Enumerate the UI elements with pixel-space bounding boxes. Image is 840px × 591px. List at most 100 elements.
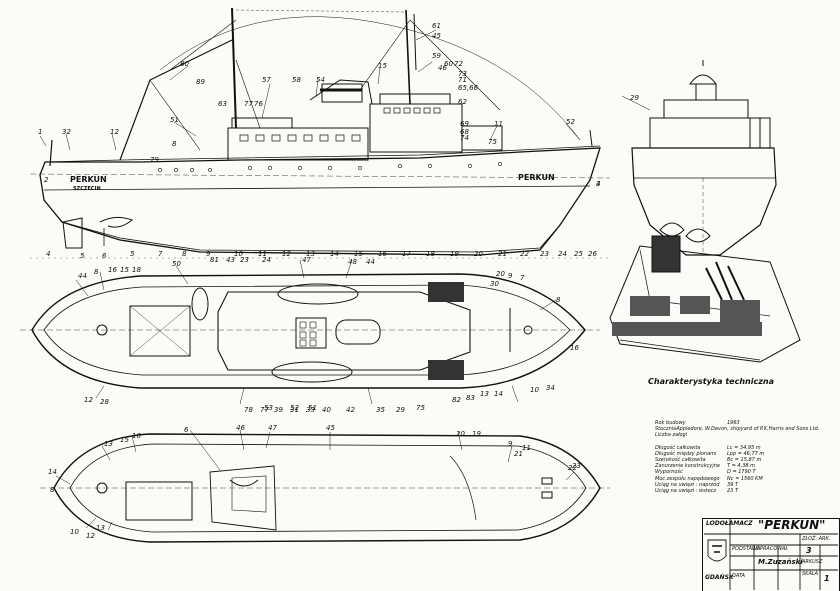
callout-number: 22 (568, 464, 577, 472)
characteristics-key: Zanurzenie konstrukcyjne (655, 463, 720, 470)
main-deck-plan (20, 273, 600, 389)
callout-number: 77 (260, 406, 269, 414)
title-sheet-no: 1 (824, 574, 830, 583)
callout-number: 40 (322, 406, 331, 414)
callout-number: 44 (78, 272, 87, 280)
callout-number: 23 (240, 256, 249, 264)
callout-number: 29 (630, 94, 639, 102)
callout-number: 31 (290, 406, 299, 414)
characteristics-key: Stocznia (655, 426, 677, 433)
characteristics-key: Liczba załogi (655, 432, 688, 439)
callout-number: 54 (316, 76, 325, 84)
callout-number: 28 (100, 398, 109, 406)
callout-number: 75 (488, 138, 497, 146)
characteristics-row: Szerokość całkowita Bc = 15,87 m (655, 457, 805, 463)
callout-number: 19 (450, 250, 459, 258)
callout-number: 13 (96, 524, 105, 532)
hull-home-port: SZCZECIN (73, 186, 101, 192)
characteristics-title: Charakterystyka techniczna (648, 377, 774, 386)
callout-number: 6 (102, 252, 107, 260)
callout-number: 74 (460, 134, 469, 142)
callout-number: 44 (366, 258, 375, 266)
callout-number: 60 (444, 60, 453, 68)
characteristics-key: Moc zespołu napędowego (655, 475, 720, 482)
callout-number: 58 (292, 76, 301, 84)
characteristics-value: 1963 (727, 420, 740, 426)
callout-number: 10 (234, 250, 243, 258)
callout-number: 33 (306, 406, 315, 414)
callout-number: 11 (494, 120, 503, 128)
callout-number: 12 (86, 532, 95, 540)
callout-number: 21 (498, 250, 507, 258)
side-profile (29, 7, 611, 259)
callout-number: 30 (490, 280, 499, 288)
lower-deck-plan (40, 433, 610, 543)
characteristics-key: Długość między pionami (655, 450, 717, 457)
characteristics-key: Wyporność (655, 469, 683, 476)
callout-number: 39 (274, 406, 283, 414)
callout-number: 3 (596, 180, 601, 188)
callout-number: 15 (120, 436, 129, 444)
title-date-label: DATA (732, 573, 745, 579)
callout-number: 45 (326, 424, 335, 432)
callout-number: 45 (432, 32, 441, 40)
callout-number: 16 (378, 250, 387, 258)
characteristics-key: Szerokość całkowita (655, 457, 706, 464)
callout-number: 23 (572, 462, 581, 470)
callout-number: 51 (170, 116, 179, 124)
hull-name-stern: PERKUN (518, 173, 555, 182)
callout-number: 19 (472, 430, 481, 438)
title-col1-header: PODSTAWA (732, 546, 761, 552)
callout-number: 76 (254, 100, 263, 108)
callout-number: 34 (546, 384, 555, 392)
callout-number: 26 (588, 250, 597, 258)
callout-number: 24 (558, 250, 567, 258)
callout-number: 11 (258, 250, 267, 258)
callout-number: 4 (596, 180, 601, 188)
callout-number: 15 (378, 62, 387, 70)
callout-number: 62 (458, 98, 467, 106)
callout-number: 59 (432, 52, 441, 60)
callout-number: 7 (520, 274, 525, 282)
callout-number: 4 (46, 250, 51, 258)
title-scale-label: SKALA (802, 571, 819, 577)
callout-number: 8 (556, 296, 561, 304)
callout-number: 51 (308, 404, 317, 412)
callout-number: 16 (570, 344, 579, 352)
characteristics-key: Uciąg na uwięzi : wstecz (655, 488, 717, 495)
callout-number: 22 (520, 250, 529, 258)
callout-number: 46 (236, 424, 245, 432)
callout-number: 20 (496, 270, 505, 278)
title-author: M.Zuzański (758, 558, 803, 566)
callout-number: 14 (48, 468, 57, 476)
characteristics-value: Lc = 34,95 m (727, 444, 761, 451)
callout-number: 8 (50, 486, 55, 494)
callout-number: 89 (196, 78, 205, 86)
callout-number: 15 (120, 266, 129, 274)
callout-number: 80 (180, 60, 189, 68)
callout-number: 16 (108, 266, 117, 274)
characteristics-value: Bc = 15,87 m (727, 457, 762, 464)
callout-number: 61 (432, 22, 441, 30)
callout-number: 63 (218, 100, 227, 108)
callout-number: 12 (282, 250, 291, 258)
callout-number: 78 (244, 406, 253, 414)
callout-number: 69 (460, 120, 469, 128)
characteristics-value: 23 T (727, 488, 739, 495)
callout-number: 2 (44, 176, 49, 184)
title-col3-header: ZŁOŻ. ARK. (802, 536, 831, 542)
callout-number: 81 (210, 256, 219, 264)
callout-number: 8 (182, 250, 187, 258)
characteristics-value: 39 T (727, 481, 739, 488)
callout-number: 9 (206, 250, 211, 258)
callout-number: 68 (460, 128, 469, 136)
title-type: LODOŁAMACZ (706, 520, 753, 527)
